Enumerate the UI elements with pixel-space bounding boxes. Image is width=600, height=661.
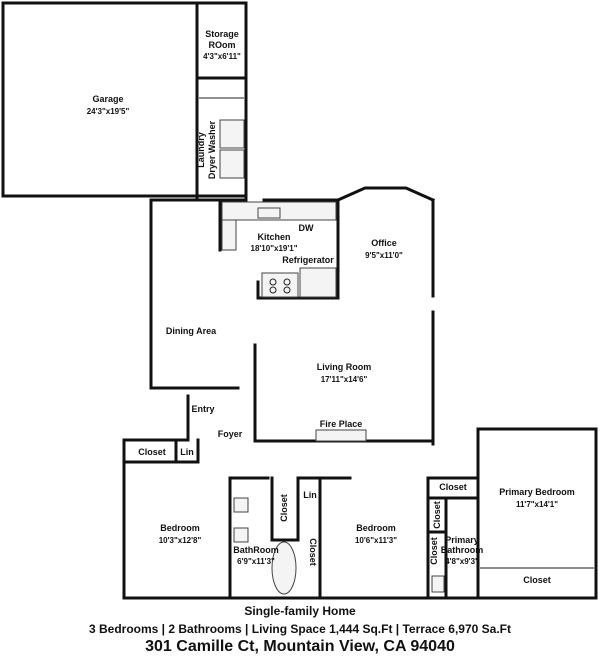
dining-area-label: Dining Area <box>166 326 217 336</box>
closet-bath-label: Closet <box>308 538 318 566</box>
dw-label: DW <box>299 223 314 233</box>
bedroom-wing-walls <box>122 427 598 600</box>
bedroom-1-label: Bedroom <box>160 523 200 533</box>
garage-label: Garage <box>92 94 123 104</box>
kitchen-counter <box>221 201 337 298</box>
garage-walls <box>1 1 248 200</box>
bathroom-label: BathRoom <box>233 545 279 555</box>
closet-pb-2-label: Closet <box>432 501 442 529</box>
storage-label-2: ROom <box>209 40 236 50</box>
storage-label: Storage <box>205 29 239 39</box>
bedroom-1-dims: 10'3"x12'8" <box>159 536 202 545</box>
caption-summary: 3 Bedrooms | 2 Bathrooms | Living Space … <box>89 622 511 636</box>
primary-bedroom-label: Primary Bedroom <box>499 487 575 497</box>
primary-bath-dims: 4'8"x9'3" <box>445 557 479 566</box>
caption-address: 301 Camille Ct, Mountain View, CA 94040 <box>145 638 455 655</box>
bathroom-dims: 6'9"x11'3" <box>237 557 275 566</box>
foyer-label: Foyer <box>218 429 243 439</box>
fireplace-label: Fire Place <box>320 419 363 429</box>
washer-dryer <box>219 119 245 179</box>
primary-bath-label: Primary <box>445 535 479 545</box>
primary-bedroom-dims: 11'7"x14'1" <box>516 500 558 509</box>
storage-dims: 4'3"x6'11" <box>203 52 241 61</box>
bedroom-2-dims: 10'6"x11'3" <box>355 536 397 545</box>
closet-nw-label: Closet <box>138 447 166 457</box>
kitchen-dims: 18'10"x19'1" <box>251 244 298 253</box>
fireplace <box>315 429 367 442</box>
bedroom-2-label: Bedroom <box>356 523 396 533</box>
lin-nw-label: Lin <box>180 447 194 457</box>
living-room-label: Living Room <box>317 362 372 372</box>
office-label: Office <box>371 238 397 248</box>
living-room-dims: 17'11"x14'6" <box>321 375 368 384</box>
floor-plan: Storage ROom 4'3"x6'11" Garage 24'3"x19'… <box>1 1 598 600</box>
primary-bath-label-2: Bathroom <box>441 545 484 555</box>
closet-pb-1-label: Closet <box>439 482 467 492</box>
dryer-washer-label: Dryer Washer <box>207 120 217 179</box>
garage-dims: 24'3"x19'5" <box>87 107 130 116</box>
lin-hall-label: Lin <box>303 490 317 500</box>
closet-pb-3-label: Closet <box>429 537 439 565</box>
caption-home-type: Single-family Home <box>244 604 356 618</box>
laundry-label: Laundry <box>196 132 206 168</box>
primary-bedroom-closet-label: Closet <box>523 575 551 585</box>
bath-fixtures <box>233 497 445 595</box>
closet-hall-label: Closet <box>279 494 289 522</box>
office-dims: 9'5"x11'0" <box>365 251 403 260</box>
kitchen-label: Kitchen <box>257 232 290 242</box>
entry-label: Entry <box>191 404 214 414</box>
refrigerator-label: Refrigerator <box>282 255 334 265</box>
